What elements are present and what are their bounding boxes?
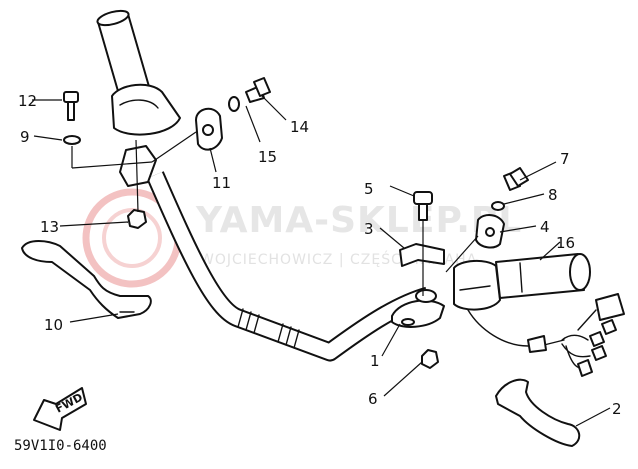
diagram-code: 59V1I0-6400	[14, 438, 107, 454]
left-grip-throttle	[96, 9, 181, 187]
screw-7	[503, 167, 529, 191]
callout-10: 10	[44, 316, 63, 334]
washer-15	[228, 96, 240, 112]
callout-5: 5	[364, 180, 374, 198]
callout-15: 15	[258, 148, 277, 166]
right-grip-switch-16	[453, 253, 625, 377]
callout-8: 8	[548, 186, 558, 204]
callout-12: 12	[18, 92, 37, 110]
clamp-4	[475, 214, 505, 249]
callout-labels: 12 9 13 11 15 14 10 5 3 1 6 7 8 4 16 2	[18, 92, 622, 418]
callout-2: 2	[612, 400, 622, 418]
bracket-3	[399, 243, 445, 267]
clamp-bracket-11	[195, 107, 223, 151]
callout-4: 4	[540, 218, 550, 236]
nut-13	[127, 209, 147, 229]
right-lever-2	[495, 378, 581, 447]
bolt-5	[413, 191, 433, 221]
handlebar	[146, 171, 431, 362]
watermark-brand: YAMA-SKLEP.PL	[195, 200, 522, 241]
nut-6	[421, 349, 439, 369]
callout-16: 16	[556, 234, 575, 252]
callout-3: 3	[364, 220, 374, 238]
screw-14	[245, 77, 271, 103]
watermark-logo-inner	[102, 208, 162, 268]
callout-13: 13	[40, 218, 59, 236]
callout-7: 7	[560, 150, 570, 168]
callout-9: 9	[20, 128, 30, 146]
callout-14: 14	[290, 118, 309, 136]
washer-9	[63, 135, 81, 145]
left-lever-10	[21, 240, 152, 319]
leader-lines	[32, 95, 611, 427]
callout-11: 11	[212, 174, 231, 192]
callout-6: 6	[368, 390, 378, 408]
washer-8	[491, 201, 505, 211]
bolt-12	[63, 91, 79, 121]
callout-1: 1	[370, 352, 380, 370]
holder-1	[391, 289, 445, 328]
fwd-arrow: FWD	[33, 387, 87, 431]
handlebar-knurl-marks	[237, 308, 300, 349]
